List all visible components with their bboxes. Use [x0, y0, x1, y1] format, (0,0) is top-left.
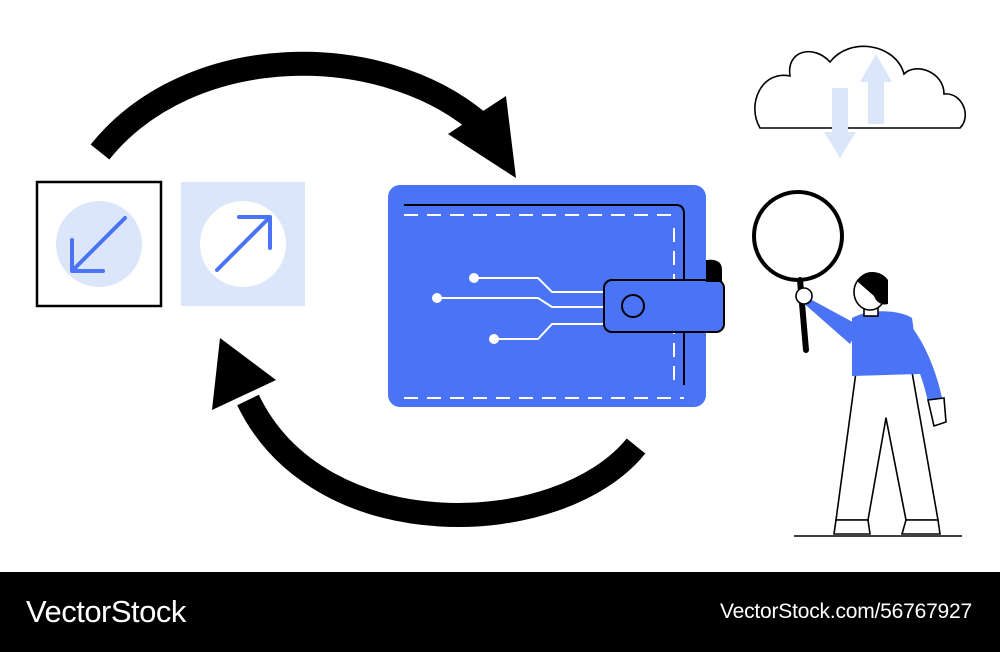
brand-logo: VectorStock [26, 594, 186, 629]
cloud-sync-icon [754, 45, 966, 158]
magnifying-glass-icon [752, 190, 844, 353]
illustration [35, 45, 966, 537]
curved-arrow-right-icon [90, 51, 516, 178]
arrow-down-left-icon [35, 180, 163, 308]
person-illustration [794, 271, 962, 537]
digital-wallet-icon [388, 185, 725, 407]
footer-bar: VectorStock VectorStock.com/56767927 [0, 572, 1000, 652]
arrow-up-right-icon [181, 182, 305, 306]
curved-arrow-left-icon [212, 338, 646, 527]
stock-id: VectorStock.com/56767927 [719, 600, 972, 623]
